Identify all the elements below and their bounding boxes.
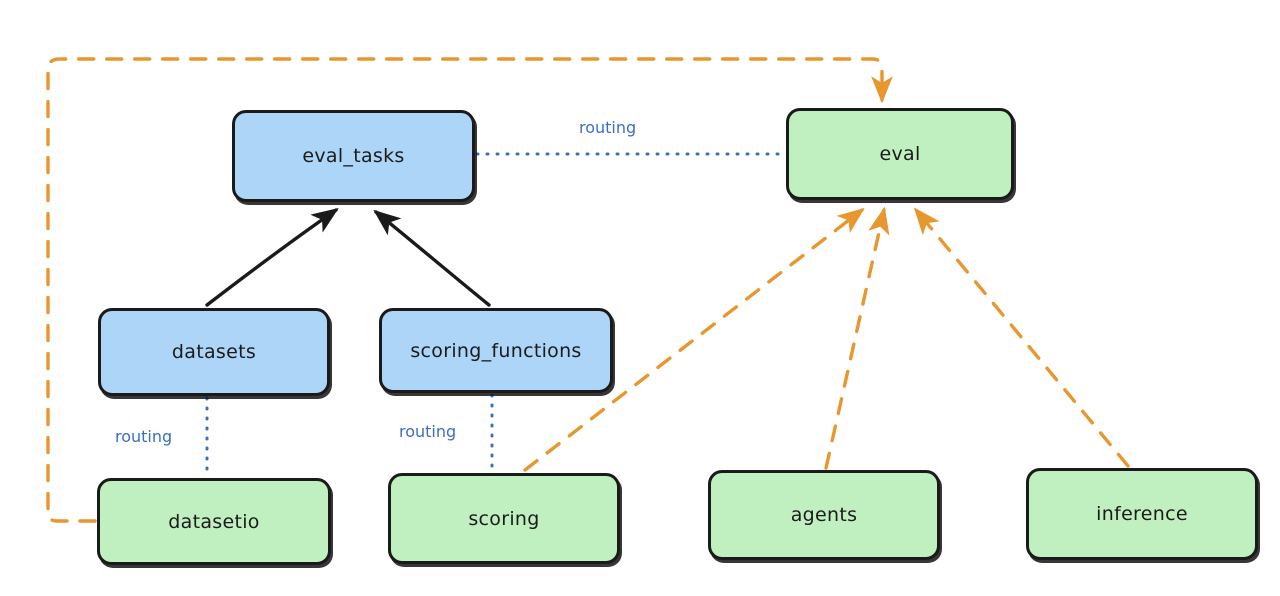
node-label-inference: inference: [1096, 503, 1188, 525]
edge-scoring-to-eval: [523, 207, 865, 472]
node-eval[interactable]: eval: [786, 108, 1014, 200]
node-label-scoring: scoring: [468, 507, 540, 530]
edge-inference-to-eval: [913, 207, 1130, 468]
edge-scoring-functions-to-eval-tasks: [373, 209, 491, 307]
node-datasetio[interactable]: datasetio: [97, 478, 331, 565]
edge-agents-to-eval: [824, 206, 890, 470]
node-label-datasets: datasets: [171, 341, 257, 363]
node-label-agents: agents: [790, 504, 858, 526]
node-label-eval-tasks: eval_tasks: [302, 145, 405, 167]
edge-label-routing-datasets-datasetio: routing: [112, 427, 176, 446]
edge-label-routing-eval-tasks-eval: routing: [576, 118, 640, 137]
node-label-datasetio: datasetio: [168, 510, 260, 533]
node-scoring[interactable]: scoring: [388, 473, 620, 564]
node-eval-tasks[interactable]: eval_tasks: [232, 110, 475, 202]
edge-datasetio-to-eval: [46, 57, 893, 523]
node-label-scoring-functions: scoring_functions: [410, 339, 582, 362]
edge-label-routing-scoring-functions-scoring: routing: [396, 422, 460, 441]
node-agents[interactable]: agents: [708, 470, 940, 560]
node-datasets[interactable]: datasets: [98, 308, 330, 396]
node-scoring-functions[interactable]: scoring_functions: [379, 308, 613, 393]
edge-datasets-to-eval-tasks: [205, 208, 339, 307]
node-inference[interactable]: inference: [1026, 468, 1258, 560]
node-label-eval: eval: [879, 143, 921, 165]
